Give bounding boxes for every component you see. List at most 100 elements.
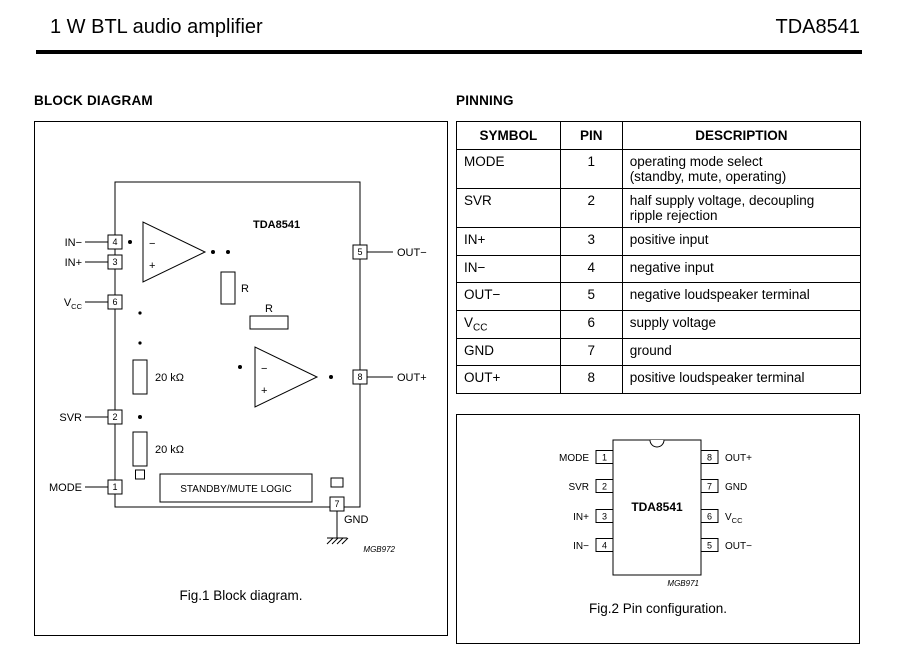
table-row: IN− 4 negative input (456, 254, 862, 284)
opamp2-minus-label: − (261, 363, 267, 375)
pin-8-number: 8 (707, 453, 712, 463)
resistor-20k-upper-label: 20 kΩ (155, 372, 184, 384)
table-row: GND 7 ground (456, 337, 862, 367)
in-pos-label: IN+ (65, 257, 82, 269)
opamp2-plus-label: + (261, 385, 267, 397)
pin-5-box (700, 538, 719, 553)
in-neg-label: IN− (65, 237, 82, 249)
pin-5-number: 5 (707, 541, 712, 551)
pin-config-figure: TDA8541 1 MODE 2 SVR 3 IN+ 4 IN− (456, 414, 860, 645)
symbol-cell: MODE (456, 149, 561, 189)
resistor-feedback (249, 315, 289, 330)
pin-8-number: 8 (357, 372, 362, 382)
pin-5-number: 5 (357, 247, 362, 257)
pin-8-box (700, 450, 719, 465)
resistor-20k-upper (132, 359, 148, 395)
pin-7-box (700, 479, 719, 494)
column-header-pin: PIN (559, 121, 623, 150)
pin-cell: 3 (559, 227, 623, 256)
pin-cell: 2 (559, 188, 623, 228)
pin-3-number: 3 (602, 512, 607, 522)
pin-8-box (352, 369, 368, 385)
resistor-20k-lower (132, 431, 148, 467)
fig2-caption: Fig.2 Pin configuration. (588, 601, 728, 617)
pin-6-box (700, 509, 719, 524)
pin-3-number: 3 (112, 257, 117, 267)
symbol-cell: IN+ (456, 227, 561, 256)
description-cell: ground (621, 337, 862, 367)
chip-label: TDA8541 (631, 500, 683, 514)
pin-2-box (107, 409, 123, 425)
opamp1-minus-label: − (149, 238, 155, 250)
pin-configuration: TDA8541 1 MODE 2 SVR 3 IN+ 4 IN− (559, 439, 752, 588)
block-diagram-heading: BLOCK DIAGRAM (34, 93, 153, 108)
right-pins: 8 OUT+ 7 GND 6 VCC 5 OUT− (700, 450, 752, 553)
pin-2-number: 2 (602, 482, 607, 492)
pin-5-label: OUT− (725, 541, 752, 552)
pin-4-number: 4 (112, 237, 117, 247)
description-cell: positive loudspeaker terminal (621, 365, 862, 395)
pin-cell: 1 (559, 149, 623, 189)
symbol-cell: OUT+ (456, 365, 561, 395)
out-neg-label: OUT− (397, 247, 427, 259)
symbol-cell: OUT− (456, 282, 561, 312)
block-diagram-section: BLOCK DIAGRAM (34, 93, 452, 636)
pin-6-number: 6 (112, 297, 117, 307)
pinning-heading: PINNING (456, 93, 514, 108)
fig1-caption: Fig.1 Block diagram. (179, 588, 303, 603)
block-diagram-figure: TDA8541 − + − + R R 20 kΩ 20 kΩ (34, 121, 448, 636)
column-header-description: DESCRIPTION (621, 121, 862, 150)
description-cell: negative input (621, 254, 862, 284)
pin-6-number: 6 (707, 512, 712, 522)
opamp1 (142, 221, 207, 283)
description-cell: half supply voltage, decoupling ripple r… (621, 188, 862, 228)
pin-2-number: 2 (112, 412, 117, 422)
pin-4-box (107, 234, 123, 250)
symbol-cell: VCC (456, 310, 561, 339)
pinning-section: PINNING SYMBOL PIN DESCRIPTION MODE 1 op… (456, 93, 862, 645)
pin-cell: 4 (559, 254, 623, 284)
pinning-table: SYMBOL PIN DESCRIPTION MODE 1 operating … (456, 121, 862, 395)
standby-mute-logic-box (159, 473, 313, 503)
chip-label: TDA8541 (253, 219, 300, 231)
header-rule (36, 50, 862, 54)
table-row: OUT+ 8 positive loudspeaker terminal (456, 365, 862, 395)
svr-label: SVR (59, 412, 82, 424)
left-pins: 1 MODE 2 SVR 3 IN+ 4 IN− (559, 450, 614, 553)
figure-ref: MGB971 (667, 579, 699, 588)
vcc-label: VCC (64, 297, 83, 311)
pin-5-box (352, 244, 368, 260)
symbol-cell: SVR (456, 188, 561, 228)
pin-7-label: GND (725, 482, 747, 493)
description-cell: negative loudspeaker terminal (621, 282, 862, 312)
pin-7-number: 7 (334, 499, 339, 509)
page-title: 1 W BTL audio amplifier (50, 16, 263, 38)
mode-label: MODE (49, 482, 82, 494)
opamp2 (254, 346, 319, 408)
pin-4-number: 4 (602, 541, 607, 551)
out-pos-label: OUT+ (397, 372, 427, 384)
resistor-series-label: R (241, 283, 249, 295)
switch-contact-top (138, 311, 142, 315)
column-header-symbol: SYMBOL (456, 121, 561, 150)
switch-contact-bottom (138, 341, 142, 345)
pin-1-number: 1 (112, 482, 117, 492)
table-row: VCC 6 supply voltage (456, 310, 862, 339)
pin-7-box (329, 496, 345, 512)
description-cell: supply voltage (621, 310, 862, 339)
table-row: SVR 2 half supply voltage, decoupling ri… (456, 188, 862, 228)
block-diagram: TDA8541 − + − + R R 20 kΩ 20 kΩ (49, 181, 427, 554)
symbol-cell: IN− (456, 254, 561, 284)
pin-2-label: SVR (568, 482, 589, 493)
pin-1-box (107, 479, 123, 495)
ground-icon (326, 537, 349, 545)
table-row: IN+ 3 positive input (456, 227, 862, 256)
pin-1-box (595, 450, 614, 465)
pin-3-label: IN+ (573, 512, 589, 523)
page-header: 1 W BTL audio amplifier TDA8541 (0, 0, 899, 39)
pin-3-box (107, 254, 123, 270)
pin-3-box (595, 509, 614, 524)
component-box (330, 477, 344, 488)
junction-dots (128, 240, 333, 419)
